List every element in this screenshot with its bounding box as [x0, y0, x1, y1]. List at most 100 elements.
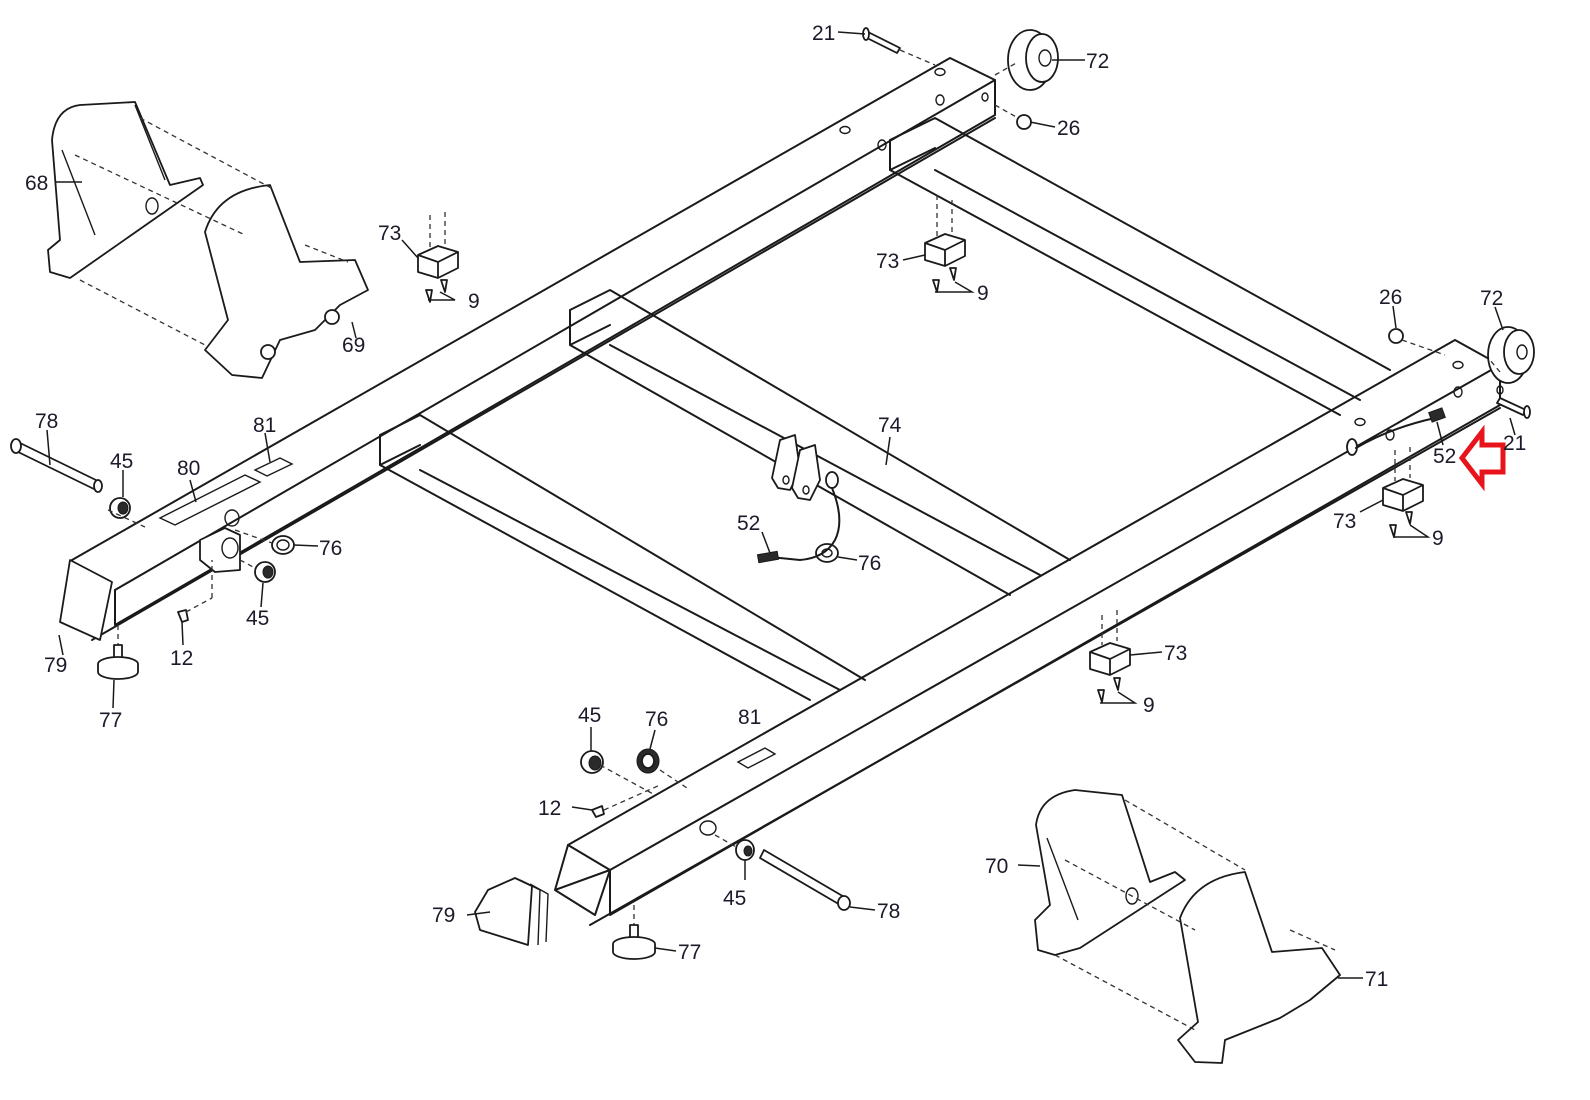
label-77: 77: [678, 941, 701, 964]
highlight-arrow-icon: [1458, 424, 1506, 492]
left-rail-side-edge: [114, 79, 996, 626]
label-78: 78: [35, 410, 58, 433]
bushing-45: [254, 561, 276, 583]
label-68: 68: [25, 172, 48, 195]
assembly-line: [1064, 859, 1196, 931]
end-cap-79-left: [59, 559, 113, 641]
label-71: 71: [1365, 968, 1388, 991]
label-76: 76: [858, 552, 881, 575]
label-9: 9: [1432, 527, 1444, 550]
sticker-81-a: [253, 457, 294, 477]
label-79: 79: [44, 654, 67, 677]
end-cap-79-ribs: [519, 879, 549, 946]
label-52-highlighted: 52: [1433, 445, 1456, 468]
mount-block-73: [1382, 447, 1424, 538]
right-rail-bottom-edge: [589, 407, 1501, 926]
label-21: 21: [1503, 432, 1526, 455]
assembly-line: [304, 244, 349, 263]
assembly-line: [1054, 954, 1196, 1031]
assembly-line: [599, 764, 656, 796]
screw-12-front: [591, 784, 661, 818]
screw-12-left: [177, 560, 213, 623]
shroud-69: [204, 184, 369, 379]
frame-hole: [1385, 429, 1395, 441]
leader-lines: [46, 31, 1516, 979]
shroud-70: [1034, 789, 1186, 956]
frame-hole: [699, 820, 717, 836]
nut-26-rear: [994, 104, 1032, 130]
pivot-bracket: [199, 527, 241, 573]
label-52: 52: [737, 512, 760, 535]
front-crossbar: [379, 414, 866, 701]
rear-crossbar: [889, 117, 1391, 416]
middle-crossbar: [569, 289, 1071, 596]
bolt-21-rear: [862, 27, 936, 66]
bushing-45: [109, 497, 131, 519]
label-69: 69: [342, 334, 365, 357]
label-79: 79: [432, 904, 455, 927]
label-9: 9: [1143, 694, 1155, 717]
assembly-line: [234, 529, 273, 544]
sticker-80: [158, 474, 262, 526]
label-81: 81: [738, 706, 761, 729]
label-21: 21: [812, 22, 835, 45]
label-45: 45: [578, 704, 601, 727]
frame-hole: [1496, 385, 1504, 395]
axle-78-left: [10, 438, 103, 493]
assembly-line: [139, 117, 276, 191]
label-81: 81: [253, 414, 276, 437]
wire-harness-52-right: [1346, 407, 1446, 456]
label-73: 73: [876, 250, 899, 273]
label-73: 73: [1333, 510, 1356, 533]
assembly-line: [994, 61, 1019, 76]
shroud-68: [47, 101, 204, 279]
bushing-45: [580, 750, 604, 774]
axle-78-front: [759, 849, 851, 911]
assembly-line: [1489, 359, 1501, 373]
label-80: 80: [177, 457, 200, 480]
label-45: 45: [246, 607, 269, 630]
frame-hole: [1354, 417, 1366, 427]
frame-hole: [934, 67, 946, 77]
wheel-72-right: [1487, 326, 1535, 384]
label-12: 12: [170, 647, 193, 670]
right-rail-end-opening: [554, 844, 611, 916]
frame-hole: [839, 125, 851, 135]
frame-hole: [935, 94, 945, 106]
assembly-line: [714, 834, 739, 849]
frame-hole: [224, 509, 240, 527]
label-26: 26: [1057, 117, 1080, 140]
sticker-81-b: [736, 747, 777, 769]
crossbar-bracket: [771, 434, 801, 491]
washer-76: [271, 535, 295, 555]
assembly-line: [74, 154, 246, 236]
label-76: 76: [319, 537, 342, 560]
bolt-21-right: [1496, 397, 1531, 419]
label-76: 76: [645, 708, 668, 731]
wire-harness-52-middle: [756, 471, 841, 564]
left-rail-bottom-edge: [91, 117, 996, 641]
label-9: 9: [468, 290, 480, 313]
frame-hole: [1453, 386, 1463, 398]
right-rail-top-edge: [567, 339, 1501, 871]
label-45: 45: [110, 450, 133, 473]
base-frame-74: [71, 57, 1504, 926]
label-77: 77: [99, 709, 122, 732]
label-9: 9: [977, 282, 989, 305]
washer-76: [636, 748, 660, 774]
mount-block-73: [1089, 610, 1131, 703]
assembly-line: [79, 279, 206, 346]
bracket-hole: [802, 485, 810, 495]
assembly-line: [1289, 929, 1336, 951]
mount-block-73: [924, 195, 966, 293]
label-74: 74: [878, 414, 902, 437]
crossbar-bracket: [791, 444, 821, 501]
label-73: 73: [1164, 642, 1187, 665]
label-26: 26: [1379, 286, 1402, 309]
label-45: 45: [723, 887, 746, 910]
leveling-foot-77-front: [612, 905, 656, 960]
assembly-line: [659, 769, 691, 791]
pivot-bracket-hole: [221, 537, 239, 559]
leveling-foot-77-left: [97, 625, 139, 680]
bushing-45: [735, 839, 755, 861]
